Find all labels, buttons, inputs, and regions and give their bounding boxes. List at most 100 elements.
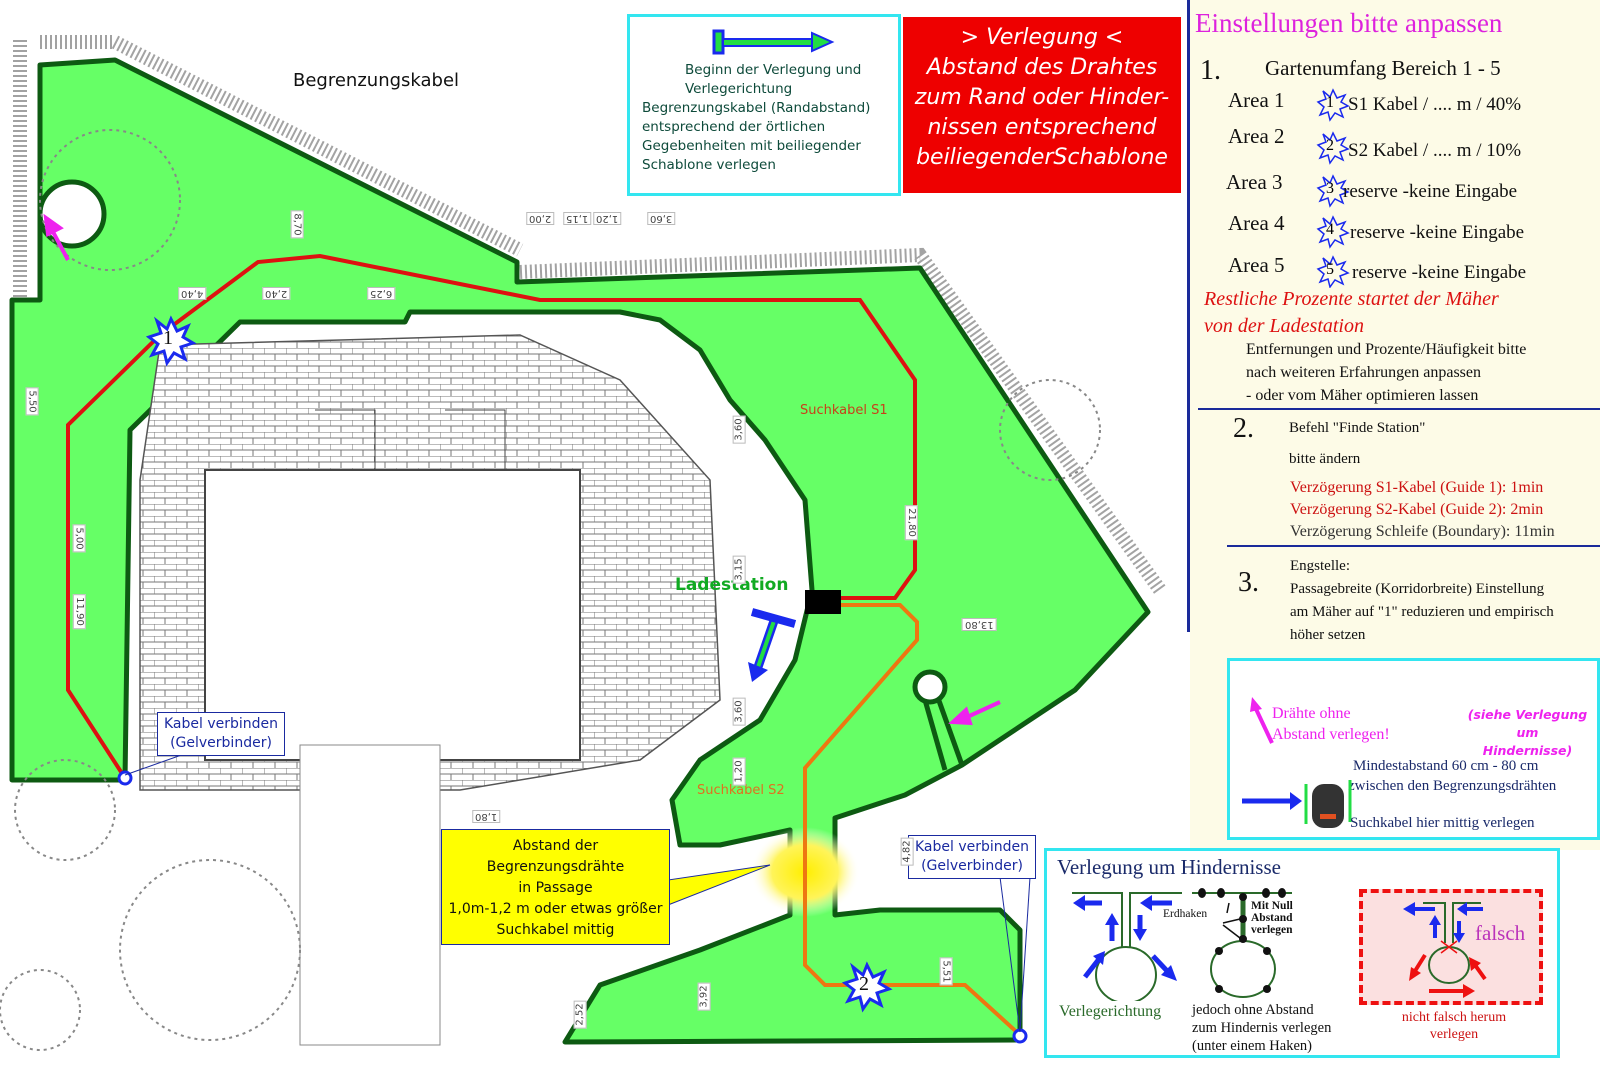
wrong-loop-icon: [1403, 902, 1487, 998]
wrong-note-line: nicht falsch herum: [1401, 1010, 1507, 1025]
obstacle-diagrams: [1072, 888, 1292, 1001]
legend-line: Beginn der Verlegung und: [685, 62, 862, 78]
area-1-text: S1 Kabel / .... m / 40%: [1348, 94, 1522, 115]
area-5-number: 5: [1326, 261, 1334, 278]
connector-note-2: Kabel verbinden (Gelverbinder): [908, 835, 1036, 879]
connector-note-line: Kabel verbinden: [914, 839, 1030, 855]
dimension-label: 4,82: [900, 837, 914, 866]
section-3-line: höher setzen: [1290, 627, 1366, 643]
obstacle-title: Verlegung um Hindernisse: [1057, 855, 1281, 879]
min-distance-line: Mindestabstand 60 cm - 80 cm: [1353, 758, 1539, 774]
start-direction-icon: [712, 29, 835, 55]
rest-note-line: Restliche Prozente startet der Mäher: [1204, 288, 1499, 310]
gravel-border: [13, 35, 1166, 595]
passage-note-line: Begrenzungsdrähte: [486, 859, 625, 875]
delay-s2: Verzögerung S2-Kabel (Guide 2): 2min: [1290, 501, 1544, 518]
adjust-note-line: Entfernungen und Prozente/Häufigkeit bit…: [1246, 341, 1527, 358]
star-icon: [1316, 255, 1350, 288]
star-icon: [1316, 215, 1350, 249]
dimension-label: 4,40: [178, 287, 207, 300]
star-icon: [1316, 131, 1350, 165]
s1-guide-cable: [66, 253, 917, 780]
dimension-label: 3,60: [732, 415, 746, 444]
tree-obstacle: [37, 179, 107, 249]
obstacle-corridor: [912, 669, 965, 771]
dimension-label: 1,20: [593, 212, 622, 225]
adjust-note: Entfernungen und Prozente/Häufigkeit bit…: [1246, 338, 1526, 407]
start-legend-box: Beginn der Verlegung und Verlegerichtung…: [627, 14, 901, 196]
patio: [299, 744, 441, 1046]
panel-divider: [1187, 0, 1190, 632]
area-1-star-icon: [145, 315, 197, 367]
hook-note-line: (unter einem Haken): [1192, 1038, 1312, 1054]
passage-note: Abstand der Begrenzungsdrähte in Passage…: [441, 829, 670, 945]
dimension-label: 6,25: [367, 287, 396, 300]
distance-box: Drähte ohne Abstand verlegen! (siehe Ver…: [1227, 658, 1600, 840]
tree-icon: [0, 129, 1101, 1051]
rest-note-line: von der Ladestation: [1204, 315, 1364, 337]
section-2-line: bitte ändern: [1289, 451, 1361, 467]
obstacle-box: Verlegung um Hindernisse: [1044, 848, 1560, 1058]
rest-note: Restliche Prozente startet der Mäher von…: [1204, 286, 1499, 340]
area-2-number: 2: [1326, 137, 1334, 154]
area-2-label: Area 2: [1228, 124, 1285, 148]
connector-leader: [999, 876, 1021, 1033]
area-4-label: Area 4: [1228, 211, 1285, 235]
charging-station: [805, 590, 841, 614]
boundary-cable-label: Begrenzungskabel: [293, 70, 460, 91]
hooks-label: Erdhaken: [1163, 908, 1208, 920]
red-note-line: beiliegenderSchablone: [916, 145, 1168, 170]
direction-arrows-icon: [1073, 895, 1177, 981]
legend-line: Begrenzungskabel (Randabstand): [642, 100, 871, 116]
wrong-note-line: verlegen: [1429, 1027, 1479, 1042]
s1-cable-label: Suchkabel S1: [800, 403, 888, 418]
dimension-label: 2,00: [526, 212, 555, 225]
wrong-label: falsch: [1475, 921, 1526, 945]
star-icon: [1316, 88, 1350, 122]
passage-note-line: 1,0m-1,2 m oder etwas größer: [448, 901, 663, 917]
area-1-label: Area 1: [1228, 88, 1285, 112]
delay-s1: Verzögerung S1-Kabel (Guide 1): 1min: [1290, 479, 1544, 496]
hook-note: jedoch ohne Abstand zum Hindernis verleg…: [1192, 1001, 1331, 1055]
ground-hook-icon: [1198, 888, 1286, 993]
passage-note-line: in Passage: [518, 880, 593, 896]
red-note-line: Abstand des Drahtes: [926, 55, 1158, 80]
zero-distance-label: Mit Null Abstand verlegen: [1251, 900, 1293, 936]
section-3-line: Engstelle:: [1290, 558, 1350, 574]
wires-note-line: Drähte ohne: [1272, 705, 1351, 722]
charging-station-label: Ladestation: [675, 575, 789, 595]
dimension-label: 21,80: [904, 505, 918, 540]
guide-center-note: Suchkabel hier mittig verlegen: [1350, 815, 1535, 831]
zero-label-line: Abstand: [1251, 912, 1293, 924]
zero-label-line: verlegen: [1251, 924, 1293, 936]
mower-icon: [1312, 784, 1344, 828]
dimension-label: 5,00: [72, 524, 86, 553]
mower-distance-icon: [1242, 780, 1352, 828]
area-4-text: reserve -keine Eingabe: [1350, 222, 1525, 243]
s2-cable-label: Suchkabel S2: [697, 783, 785, 798]
min-distance-line: zwischen den Begrenzungsdrähten: [1348, 778, 1557, 794]
dimension-label: 5,50: [25, 387, 39, 416]
wrong-note: nicht falsch herum verlegen: [1359, 1009, 1549, 1043]
dimension-label: 1,80: [472, 810, 501, 823]
adjust-note-line: nach weiteren Erfahrungen anpassen: [1246, 364, 1481, 381]
adjust-note-line: - oder vom Mäher optimieren lassen: [1246, 387, 1479, 404]
hook-leader-lines: [1222, 902, 1241, 939]
area-5-label: Area 5: [1228, 253, 1285, 277]
dimension-label: 3,60: [647, 212, 676, 225]
legend-line: Verlegerichtung: [685, 81, 793, 97]
section-1-heading: Gartenumfang Bereich 1 - 5: [1265, 56, 1501, 80]
direction-label: Verlegerichtung: [1059, 1003, 1162, 1020]
red-note-line: nissen entsprechend: [927, 115, 1157, 140]
see-note-line: Hindernisse): [1482, 743, 1573, 758]
magenta-arrow-icon: [1250, 697, 1274, 744]
delay-boundary: Verzögerung Schleife (Boundary): 11min: [1290, 523, 1555, 540]
dimension-label: 13,80: [962, 618, 997, 631]
connector-point: [117, 770, 133, 786]
connector-note-line: Kabel verbinden: [163, 716, 279, 732]
legend-line: Schablone verlegen: [642, 157, 776, 173]
dimension-label: 11,90: [72, 594, 86, 629]
delay-settings: Verzögerung S1-Kabel (Guide 1): 1min Ver…: [1290, 477, 1555, 543]
dimension-label: 8,70: [290, 210, 304, 239]
